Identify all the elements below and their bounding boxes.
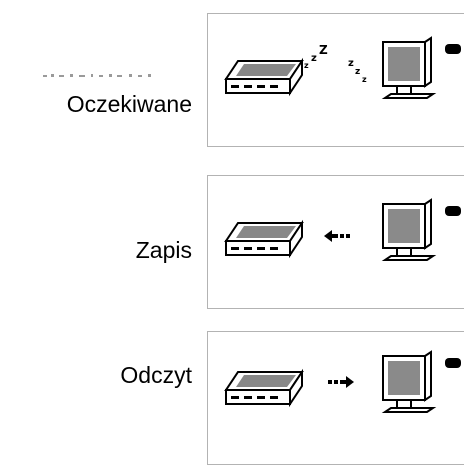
svg-text:z: z <box>348 58 354 69</box>
computer-monitor-icon <box>381 198 461 261</box>
usb-device-icon <box>224 368 304 408</box>
state-label-read: Odczyt <box>120 362 192 388</box>
arrow-left-icon <box>324 230 350 242</box>
computer-monitor-icon <box>381 36 461 99</box>
svg-text:z: z <box>311 53 317 64</box>
svg-text:Z: Z <box>319 43 328 57</box>
svg-text:z: z <box>362 75 367 84</box>
state-panel-idle: z z Z z z z <box>207 13 464 147</box>
state-panel-read <box>207 331 464 465</box>
sleep-zzz-icon: z z Z z z z <box>304 43 367 84</box>
usb-device-icon <box>224 57 304 97</box>
state-label-write: Zapis <box>135 237 192 263</box>
state-label-idle: Oczekiwane <box>66 91 192 117</box>
svg-text:z: z <box>355 67 360 77</box>
computer-monitor-icon <box>381 350 461 413</box>
state-panel-write <box>207 175 464 309</box>
arrow-right-icon <box>328 376 354 388</box>
usb-device-icon <box>224 219 304 259</box>
svg-text:z: z <box>304 61 309 70</box>
clipped-text-fragment <box>43 74 151 77</box>
